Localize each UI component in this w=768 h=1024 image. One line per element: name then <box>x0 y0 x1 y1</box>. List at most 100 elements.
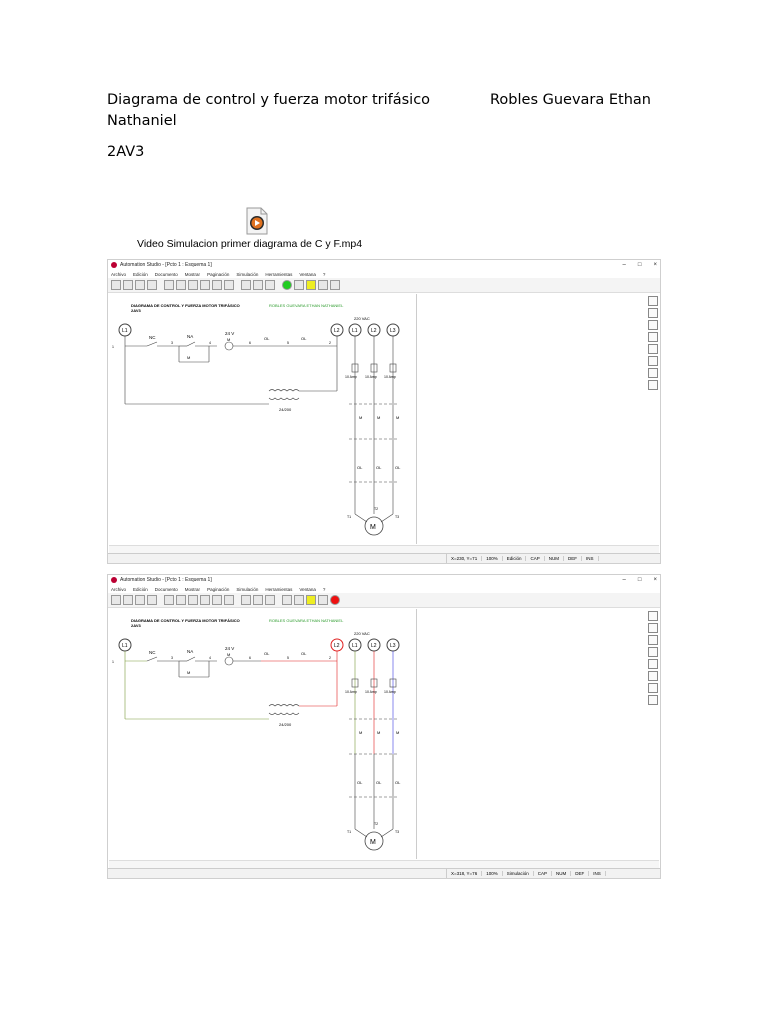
text-tool-icon[interactable] <box>648 356 658 366</box>
pointer-icon[interactable] <box>212 595 222 605</box>
menu-simulacion[interactable]: Simulación <box>236 586 259 592</box>
fill-tool-icon[interactable] <box>648 695 658 705</box>
minimize-button[interactable]: – <box>622 577 626 583</box>
canvas-right-pane[interactable] <box>416 294 635 544</box>
close-button[interactable]: × <box>653 577 657 583</box>
toolbar-separator <box>236 281 239 289</box>
menu-mostrar[interactable]: Mostrar <box>184 586 201 592</box>
rectangle-tool-icon[interactable] <box>648 308 658 318</box>
open-icon[interactable] <box>111 595 121 605</box>
zoom-out-icon[interactable] <box>253 280 263 290</box>
status-zoom: 100% <box>482 556 503 561</box>
step-icon[interactable] <box>294 595 304 605</box>
run-simulation-icon[interactable] <box>282 595 292 605</box>
slow-icon[interactable] <box>318 595 328 605</box>
cut-icon[interactable] <box>164 595 174 605</box>
arc-tool-icon[interactable] <box>648 647 658 657</box>
close-button[interactable]: × <box>653 262 657 268</box>
menu-simulacion[interactable]: Simulación <box>236 271 259 277</box>
na-switch[interactable] <box>186 656 196 662</box>
screenshot-edit-mode: Automation Studio - [Pcto 1 : Esquema 1]… <box>107 259 661 564</box>
node-label: 2 <box>329 341 331 345</box>
diagram-canvas[interactable]: DIAGRAMA DE CONTROL Y FUERZA MOTOR TRIFÁ… <box>109 294 415 544</box>
open-icon[interactable] <box>111 280 121 290</box>
nc-switch[interactable] <box>146 656 158 662</box>
copy-icon[interactable] <box>147 280 157 290</box>
na-switch[interactable] <box>186 341 196 347</box>
nc-switch[interactable] <box>146 341 158 347</box>
zoom-out-icon[interactable] <box>253 595 263 605</box>
maximize-button[interactable]: □ <box>637 262 642 268</box>
paste-icon[interactable] <box>176 595 186 605</box>
pointer-icon[interactable] <box>212 280 222 290</box>
horizontal-scrollbar[interactable] <box>109 860 659 868</box>
polygon-tool-icon[interactable] <box>648 659 658 669</box>
menu-herramientas[interactable]: Herramientas <box>265 271 293 277</box>
minimize-button[interactable]: – <box>622 262 626 268</box>
canvas-right-pane[interactable] <box>416 609 635 859</box>
menu-documento[interactable]: Documento <box>154 586 178 592</box>
text-tool-icon[interactable] <box>648 671 658 681</box>
print-icon[interactable] <box>135 280 145 290</box>
status-bar: X=230, Y=71 100% Edición CAP NUM DEF INS <box>108 553 660 563</box>
stop-simulation-icon[interactable] <box>330 595 340 605</box>
status-num: NUM <box>545 556 564 561</box>
menu-documento[interactable]: Documento <box>154 271 178 277</box>
save-icon[interactable] <box>123 595 133 605</box>
redo-icon[interactable] <box>200 595 210 605</box>
pen-tool-icon[interactable] <box>648 683 658 693</box>
menu-herramientas[interactable]: Herramientas <box>265 586 293 592</box>
pen-tool-icon[interactable] <box>648 368 658 378</box>
zoom-in-icon[interactable] <box>241 280 251 290</box>
copy-icon[interactable] <box>147 595 157 605</box>
menu-paginacion[interactable]: Paginación <box>207 586 230 592</box>
ellipse-tool-icon[interactable] <box>648 320 658 330</box>
menu-mostrar[interactable]: Mostrar <box>184 271 201 277</box>
diagram-canvas[interactable]: DIAGRAMA DE CONTROL Y FUERZA MOTOR TRIFÁ… <box>109 609 415 859</box>
paste-icon[interactable] <box>176 280 186 290</box>
ellipse-tool-icon[interactable] <box>648 635 658 645</box>
holding-contact-label: M <box>187 355 190 360</box>
coil-voltage: 24 V <box>225 331 234 336</box>
menu-paginacion[interactable]: Paginación <box>207 271 230 277</box>
maximize-button[interactable]: □ <box>637 577 642 583</box>
polygon-tool-icon[interactable] <box>648 344 658 354</box>
horizontal-scrollbar[interactable] <box>109 545 659 553</box>
rotate-icon[interactable] <box>224 595 234 605</box>
menu-ventana[interactable]: Ventana <box>299 271 316 277</box>
slow-icon[interactable] <box>318 280 328 290</box>
save-icon[interactable] <box>123 280 133 290</box>
menu-edicion[interactable]: Edición <box>133 586 148 592</box>
menu-edicion[interactable]: Edición <box>133 271 148 277</box>
undo-icon[interactable] <box>188 595 198 605</box>
pause-icon[interactable] <box>306 595 316 605</box>
stop-simulation-icon[interactable] <box>330 280 340 290</box>
zoom-fit-icon[interactable] <box>265 595 275 605</box>
zoom-in-icon[interactable] <box>241 595 251 605</box>
line-tool-icon[interactable] <box>648 611 658 621</box>
diagram-title: DIAGRAMA DE CONTROL Y FUERZA MOTOR TRIFÁ… <box>131 303 240 308</box>
status-cap: CAP <box>526 556 545 561</box>
toolbar <box>108 278 660 293</box>
line-tool-icon[interactable] <box>648 296 658 306</box>
menu-archivo[interactable]: Archivo <box>111 271 127 277</box>
menu-archivo[interactable]: Archivo <box>111 586 127 592</box>
status-ins: INS <box>582 556 599 561</box>
video-file-label[interactable]: Video Simulacion primer diagrama de C y … <box>137 238 363 250</box>
zoom-fit-icon[interactable] <box>265 280 275 290</box>
rectangle-tool-icon[interactable] <box>648 623 658 633</box>
run-simulation-icon[interactable] <box>282 280 292 290</box>
undo-icon[interactable] <box>188 280 198 290</box>
step-icon[interactable] <box>294 280 304 290</box>
redo-icon[interactable] <box>200 280 210 290</box>
fill-tool-icon[interactable] <box>648 380 658 390</box>
print-icon[interactable] <box>135 595 145 605</box>
menu-ventana[interactable]: Ventana <box>299 586 316 592</box>
arc-tool-icon[interactable] <box>648 332 658 342</box>
rotate-icon[interactable] <box>224 280 234 290</box>
video-file-icon[interactable] <box>246 207 268 235</box>
menu-help[interactable]: ? <box>322 586 326 592</box>
pause-icon[interactable] <box>306 280 316 290</box>
menu-help[interactable]: ? <box>322 271 326 277</box>
cut-icon[interactable] <box>164 280 174 290</box>
